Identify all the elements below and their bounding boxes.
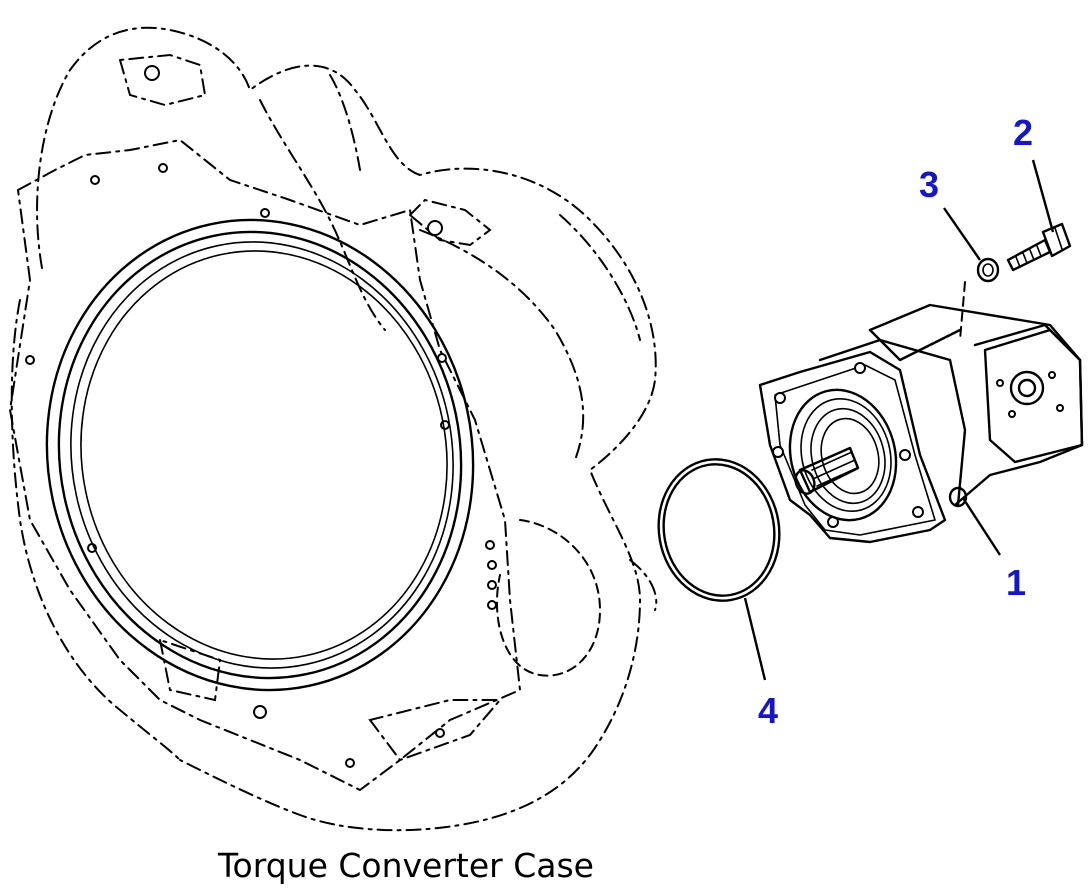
- callout-leaders: [743, 159, 1055, 681]
- callout-2: 2: [1013, 112, 1034, 153]
- diagram-caption: Torque Converter Case: [218, 846, 594, 885]
- callout-1: 1: [1006, 562, 1027, 603]
- washer-part-3: [976, 257, 1000, 283]
- bolt-part-2: [1006, 222, 1072, 272]
- callout-4: 4: [758, 690, 779, 731]
- pump-part-1: [758, 303, 1084, 544]
- callout-3: 3: [919, 164, 940, 205]
- torque-converter-case: [8, 26, 658, 832]
- o-ring-part-4: [657, 458, 781, 602]
